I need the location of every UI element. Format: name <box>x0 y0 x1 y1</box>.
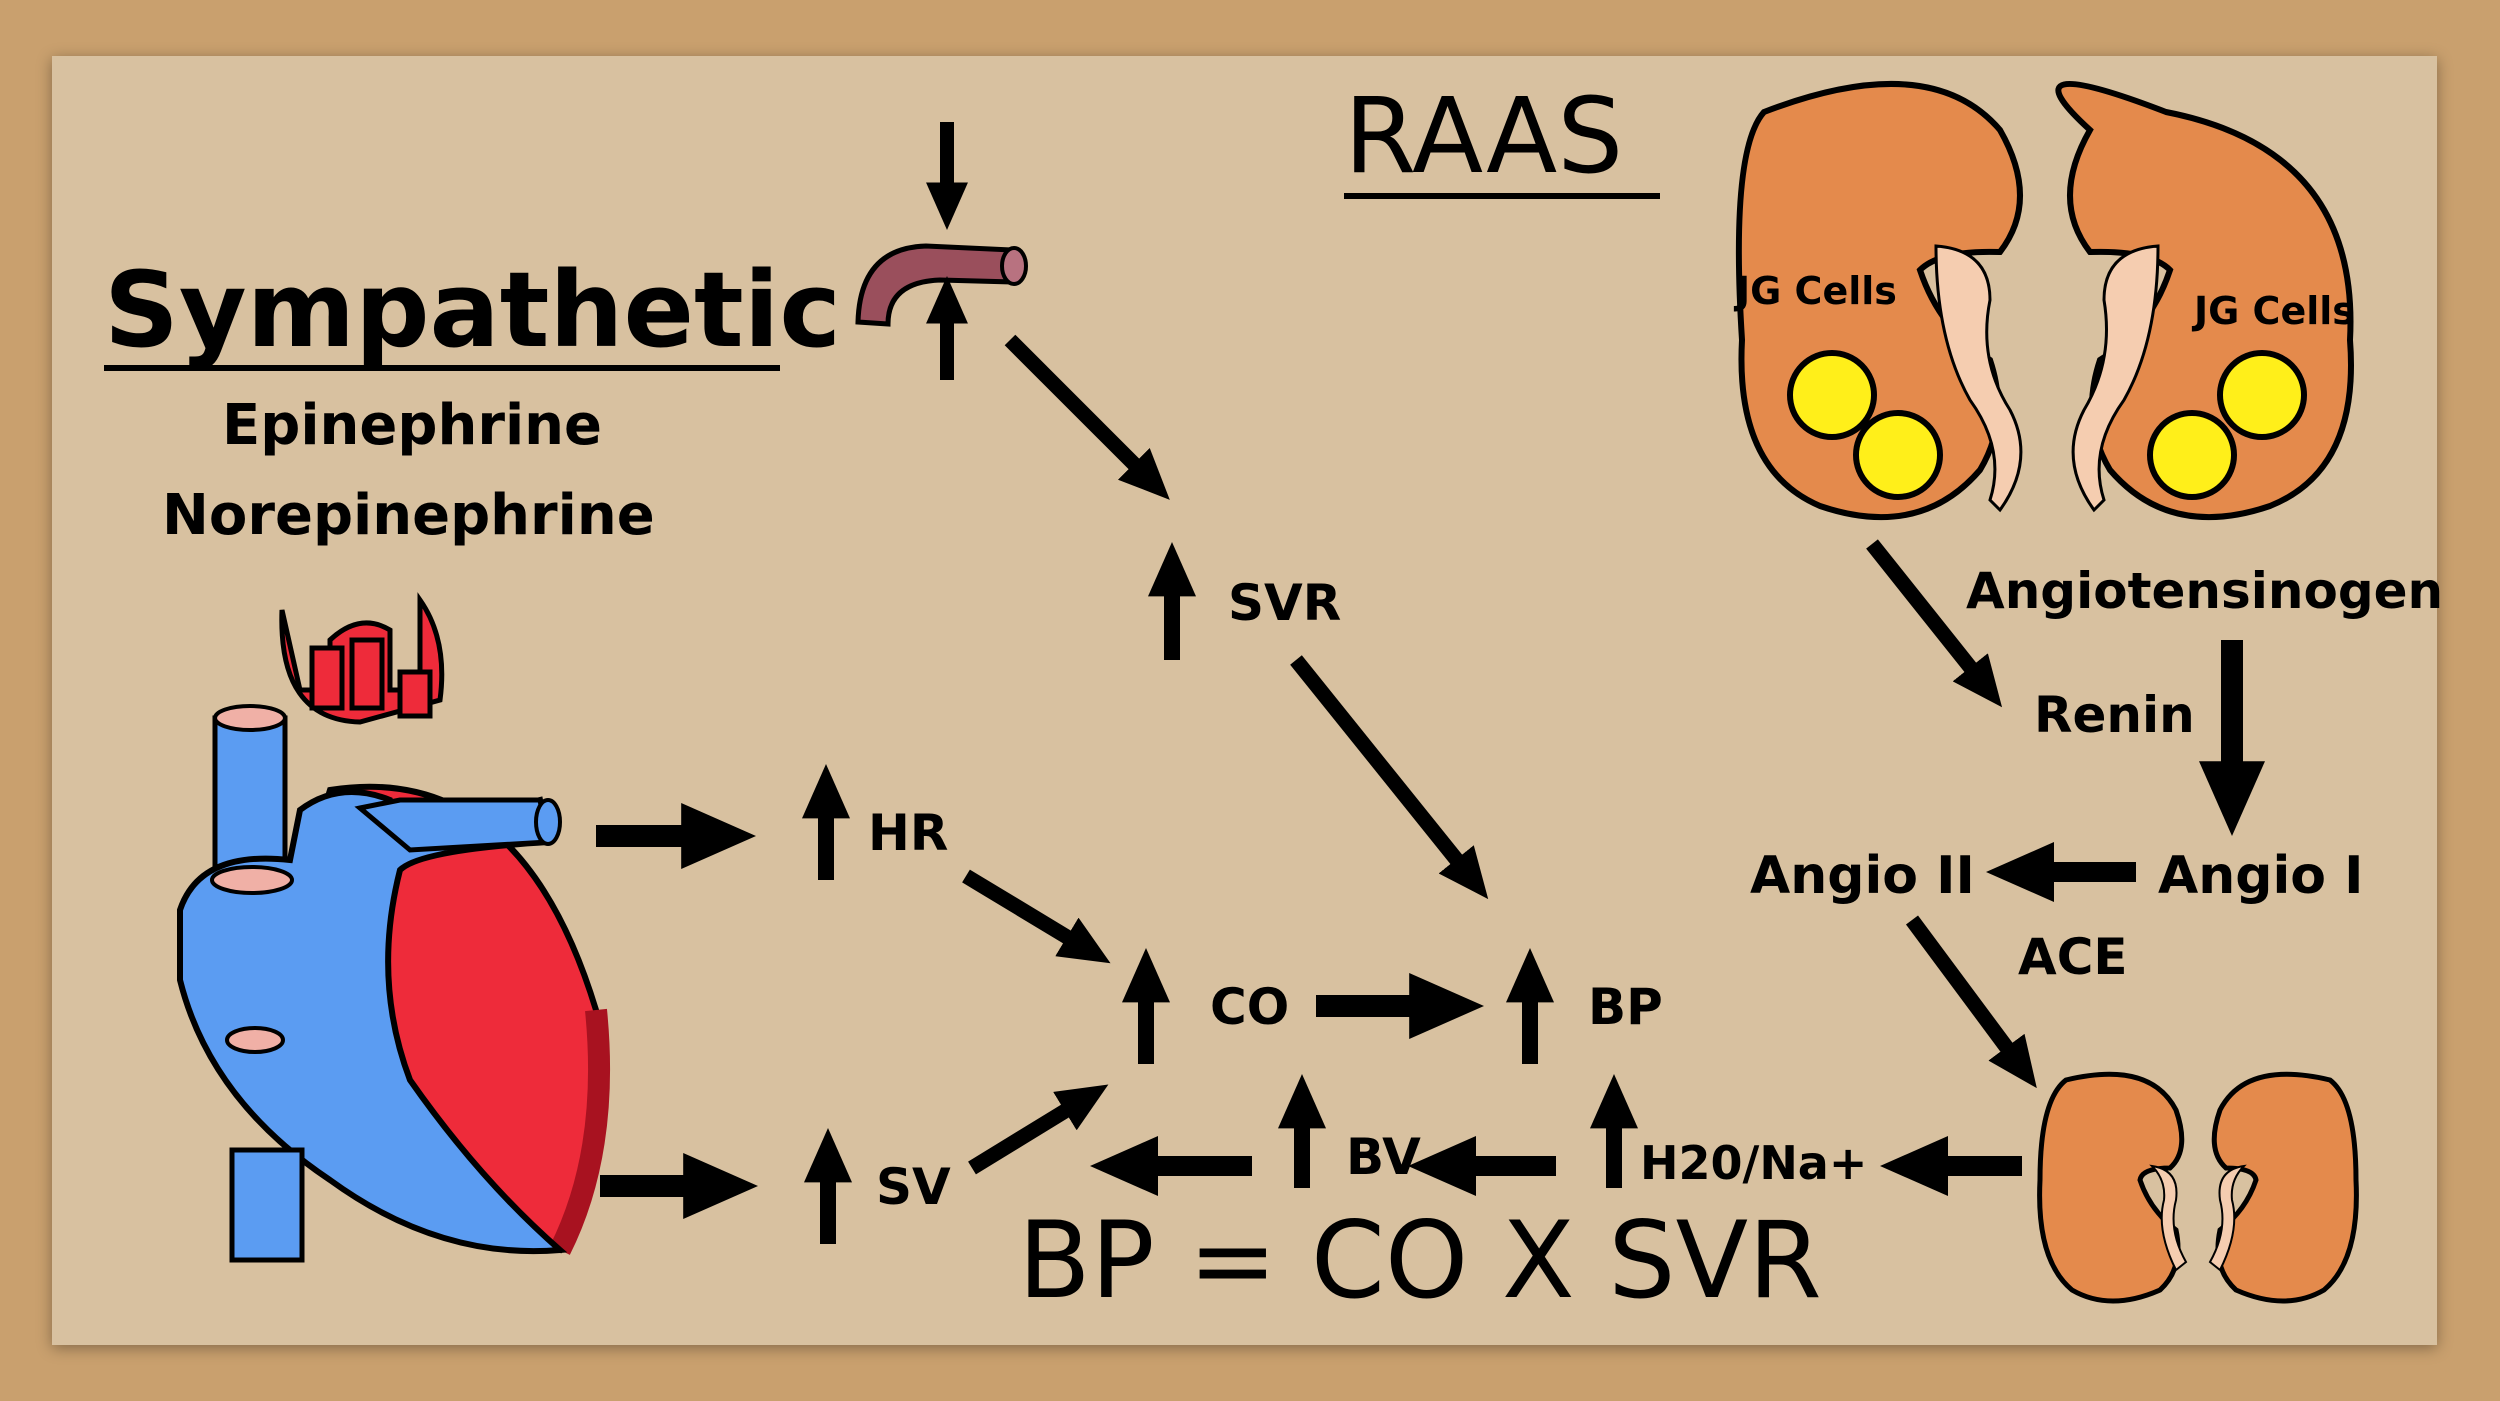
renin-label: Renin <box>2034 686 2195 744</box>
raas-title: RAAS <box>1344 75 1624 197</box>
blood-vessel-icon <box>855 243 1028 327</box>
jg-cell-icon <box>2147 410 2237 500</box>
vessel-to-svr-arrow <box>1004 334 1170 500</box>
bp-equation: BP = CO X SVR <box>1018 1199 1822 1322</box>
sympathetic-title: Sympathetic <box>104 249 841 371</box>
angio-ii-label: Angio II <box>1750 846 1975 906</box>
hr-label: HR <box>868 804 949 862</box>
bv-label: BV <box>1346 1128 1421 1186</box>
h2o-na-label: H20/Na+ <box>1640 1136 1868 1190</box>
jg-cell-icon <box>2217 350 2307 440</box>
sv-label: SV <box>876 1158 951 1216</box>
jg-cell-icon <box>1787 350 1877 440</box>
svr-label: SVR <box>1228 574 1342 632</box>
heart-icon <box>177 592 610 1263</box>
norepinephrine-label: Norepinephrine <box>162 483 655 548</box>
svr-to-bp-arrow <box>1290 655 1489 900</box>
bp-label: BP <box>1588 978 1663 1036</box>
angiotensinogen-label: Angiotensinogen <box>1966 562 2444 620</box>
ace-label: ACE <box>2018 928 2128 986</box>
angio-ii-to-kidney-arrow <box>1905 915 2037 1089</box>
jg-cells-left-label: JG Cells <box>1736 269 1897 313</box>
angio-i-label: Angio I <box>2158 846 2364 906</box>
co-label: CO <box>1210 978 1290 1036</box>
hr-to-co-arrow <box>962 869 1111 964</box>
epinephrine-label: Epinephrine <box>222 393 602 458</box>
kidney-to-renin-arrow <box>1866 539 2003 708</box>
jg-cell-icon <box>1853 410 1943 500</box>
jg-cells-right-label: JG Cells <box>2194 289 2355 333</box>
kidney-pair-small-icon <box>2037 1071 2359 1304</box>
sv-to-co-arrow <box>968 1084 1109 1175</box>
